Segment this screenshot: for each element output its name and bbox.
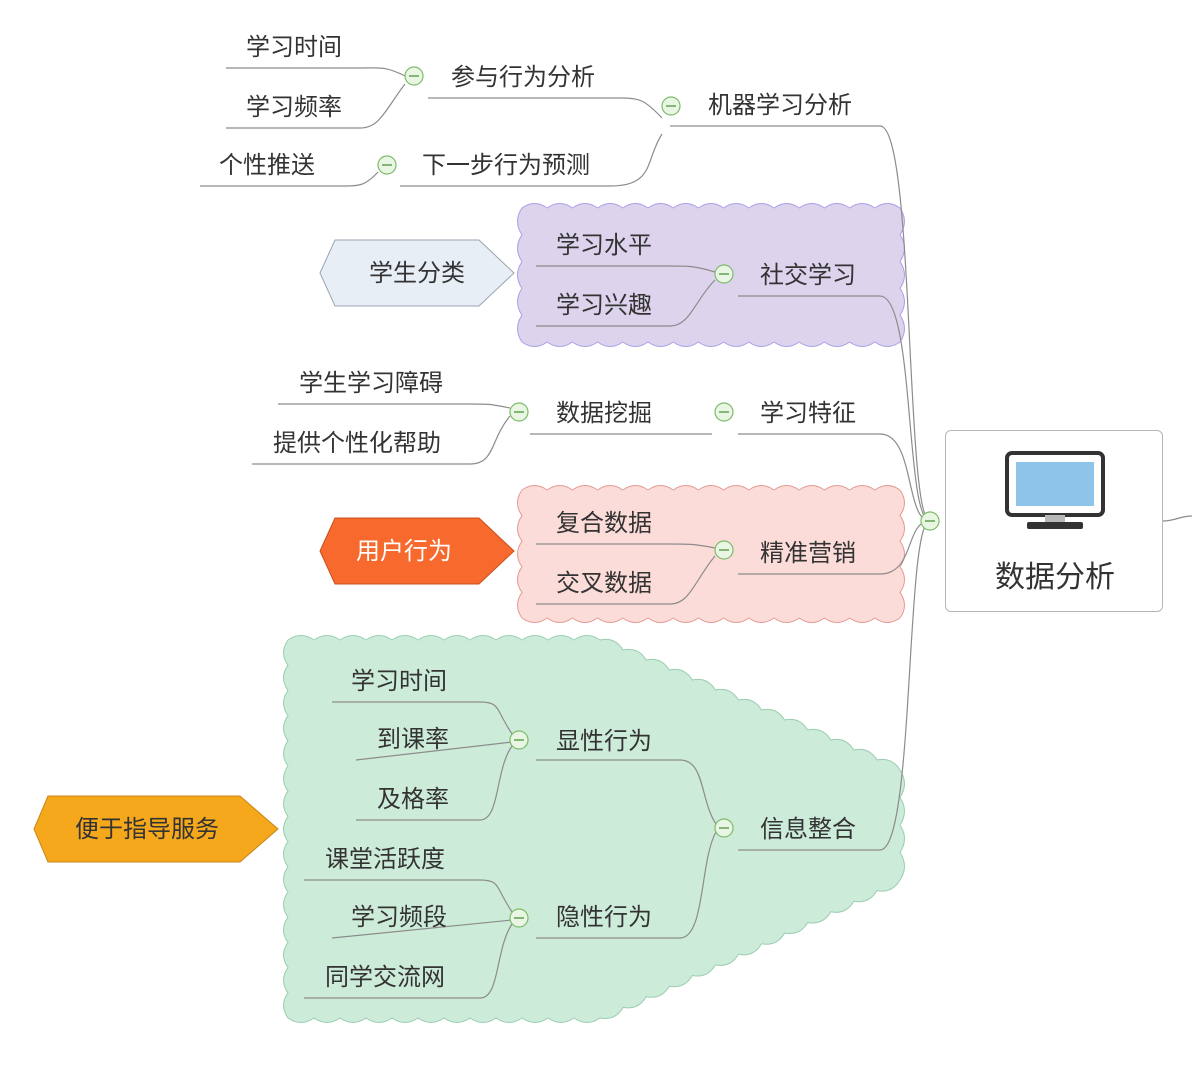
marketing-child-composite-data[interactable]: 复合数据 — [556, 509, 652, 537]
collapse-mining-button[interactable] — [509, 402, 529, 422]
cloud-social-path — [517, 203, 905, 347]
line-integration-explicit — [536, 759, 717, 825]
student-classification-tag-shape — [319, 239, 515, 307]
line-marketing-cross — [536, 555, 716, 605]
collapse-marketing-button[interactable] — [714, 540, 734, 560]
collapse-features-button[interactable] — [714, 402, 734, 422]
explicit-child-pass-rate[interactable]: 及格率 — [377, 785, 449, 813]
implicit-child-class-activity[interactable]: 课堂活跃度 — [325, 845, 445, 873]
marketing-child-cross-data[interactable]: 交叉数据 — [556, 569, 652, 597]
collapse-explicit-button[interactable] — [509, 730, 529, 750]
mining-child-personalized-help[interactable]: 提供个性化帮助 — [273, 429, 441, 457]
integration-cloud-boundary — [283, 635, 905, 1023]
engagement-child-study-time[interactable]: 学习时间 — [246, 33, 342, 61]
social-learning-node[interactable]: 社交学习 — [760, 261, 856, 289]
collapse-ml-button[interactable] — [661, 96, 681, 116]
line-mining-help — [252, 415, 511, 465]
social-child-learning-interest[interactable]: 学习兴趣 — [556, 291, 652, 319]
line-central-ml — [685, 125, 931, 522]
line-central-integration — [738, 520, 931, 851]
line-engagement-time — [226, 67, 406, 77]
collapse-integration-button[interactable] — [714, 818, 734, 838]
line-central-right — [1162, 515, 1192, 522]
line-implicit-period — [331, 919, 513, 939]
cloud-integration-path — [283, 635, 905, 1023]
line-implicit-network — [304, 923, 513, 999]
explicit-child-study-time[interactable]: 学习时间 — [351, 667, 447, 695]
ml-analysis-node[interactable]: 机器学习分析 — [708, 91, 852, 119]
explicit-child-attendance[interactable]: 到课率 — [377, 725, 449, 753]
precision-marketing-node[interactable]: 精准营销 — [760, 539, 856, 567]
implicit-behavior-node[interactable]: 隐性行为 — [556, 903, 652, 931]
line-integration-implicit — [536, 831, 717, 939]
personalized-push-node[interactable]: 个性推送 — [219, 151, 315, 179]
next-step-prediction-node[interactable]: 下一步行为预测 — [422, 151, 590, 179]
collapse-social-button[interactable] — [714, 264, 734, 284]
information-integration-node[interactable]: 信息整合 — [760, 815, 856, 843]
marketing-cloud-boundary — [517, 485, 905, 623]
mining-child-learning-barrier[interactable]: 学生学习障碍 — [299, 369, 443, 397]
line-ml-engagement — [428, 97, 663, 119]
engagement-child-study-frequency[interactable]: 学习频率 — [246, 93, 342, 121]
line-implicit-active — [304, 879, 513, 913]
engagement-analysis-node[interactable]: 参与行为分析 — [451, 63, 595, 91]
line-central-social — [738, 295, 931, 522]
line-ml-next — [400, 133, 663, 187]
monitor-icon — [1005, 451, 1105, 529]
student-classification-tag[interactable]: 学生分类 — [369, 259, 465, 287]
line-social-interest — [536, 279, 716, 327]
cloud-marketing-path — [517, 485, 905, 623]
line-explicit-attendance — [355, 741, 513, 761]
central-topic-title: 数据分析 — [995, 560, 1115, 595]
implicit-child-peer-network[interactable]: 同学交流网 — [325, 963, 445, 991]
social-child-learning-level[interactable]: 学习水平 — [556, 231, 652, 259]
explicit-behavior-node[interactable]: 显性行为 — [556, 727, 652, 755]
line-mining-barrier — [278, 403, 511, 409]
collapse-engagement-button[interactable] — [404, 66, 424, 86]
central-topic[interactable]: 数据分析 — [945, 430, 1163, 612]
line-next-push — [200, 171, 379, 187]
line-social-level — [536, 265, 716, 273]
social-cloud-boundary — [517, 203, 905, 347]
guidance-service-tag-shape — [33, 795, 279, 863]
line-engagement-freq — [226, 83, 406, 129]
collapse-implicit-button[interactable] — [509, 908, 529, 928]
guidance-service-tag[interactable]: 便于指导服务 — [75, 815, 219, 843]
line-marketing-composite — [536, 543, 716, 549]
learning-features-node[interactable]: 学习特征 — [760, 399, 856, 427]
collapse-next-step-button[interactable] — [377, 155, 397, 175]
line-explicit-pass — [356, 745, 513, 821]
data-mining-node[interactable]: 数据挖掘 — [556, 399, 652, 427]
user-behavior-tag[interactable]: 用户行为 — [356, 537, 452, 565]
line-explicit-time — [332, 701, 513, 735]
implicit-child-study-period[interactable]: 学习频段 — [351, 903, 447, 931]
user-behavior-tag-shape — [319, 517, 515, 585]
collapse-central-button[interactable] — [920, 511, 940, 531]
